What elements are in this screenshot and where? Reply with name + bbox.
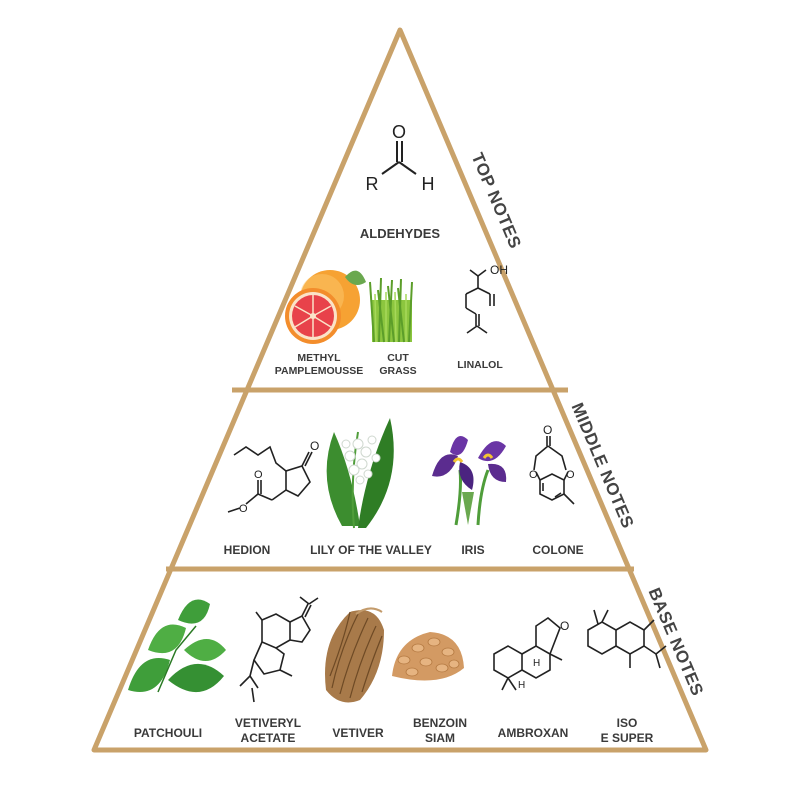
ambroxan-atom-o: O <box>560 619 569 633</box>
colone-atom-o-ether-left: O <box>529 469 538 481</box>
patchouli-label: PATCHOULI <box>133 726 203 740</box>
iso-e-super-label-line1: ISO <box>616 716 638 730</box>
colone-structure-icon <box>533 436 575 505</box>
linalol-label: LINALOL <box>457 359 503 371</box>
cut-grass-label-line1: CUT <box>387 352 409 364</box>
vetiver-label: VETIVER <box>332 726 384 740</box>
iso-e-super-structure-icon <box>587 609 667 669</box>
colone-atom-o-ether-right: O <box>566 469 575 481</box>
vetiver-root-icon <box>325 607 384 703</box>
vetiveryl-acetate-label-line1: VETIVERYL <box>234 716 302 730</box>
aldehyde-atom-h: H <box>422 174 435 194</box>
benzoin-siam-label-line1: BENZOIN <box>413 716 467 730</box>
ambroxan-atom-h-1: H <box>533 658 540 669</box>
hedion-structure-icon <box>227 445 313 513</box>
hedion-atom-o-ester: O <box>254 469 263 481</box>
iris-label: IRIS <box>461 543 485 557</box>
lily-of-the-valley-label: LILY OF THE VALLEY <box>310 543 432 557</box>
cut-grass-label-line2: GRASS <box>379 365 417 377</box>
linalol-structure-icon <box>465 269 495 334</box>
hedion-atom-o-ketone: O <box>310 439 319 453</box>
vetiveryl-acetate-label-line2: ACETATE <box>240 731 296 745</box>
hedion-atom-o-ether: O <box>239 503 248 515</box>
aldehydes-label: ALDEHYDES <box>359 226 441 241</box>
aldehyde-structure-icon <box>381 141 417 175</box>
grass-icon <box>369 277 413 343</box>
iris-flower-icon <box>432 436 507 526</box>
ambroxan-structure-icon <box>493 617 563 691</box>
benzoin-resin-icon <box>392 632 464 681</box>
aldehyde-atom-r: R <box>366 174 379 194</box>
aldehyde-atom-o: O <box>392 122 406 142</box>
ambroxan-atom-h-2: H <box>518 680 525 691</box>
vetiveryl-structure-icon <box>239 596 319 703</box>
ambroxan-label: AMBROXAN <box>497 726 569 740</box>
patchouli-leaf-icon <box>128 599 226 693</box>
iso-e-super-label-line2: E SUPER <box>600 731 654 745</box>
hedion-label: HEDION <box>223 543 271 557</box>
benzoin-siam-label-line2: SIAM <box>425 731 455 745</box>
colone-label: COLONE <box>532 543 584 557</box>
grapefruit-icon <box>285 270 366 344</box>
linalol-atom-oh: OH <box>490 263 508 277</box>
lily-of-the-valley-icon <box>326 418 394 529</box>
methyl-pamplemousse-label-line2: PAMPLEMOUSSE <box>274 365 364 377</box>
methyl-pamplemousse-label-line1: METHYL <box>297 352 341 364</box>
colone-atom-o-ketone: O <box>543 423 552 437</box>
